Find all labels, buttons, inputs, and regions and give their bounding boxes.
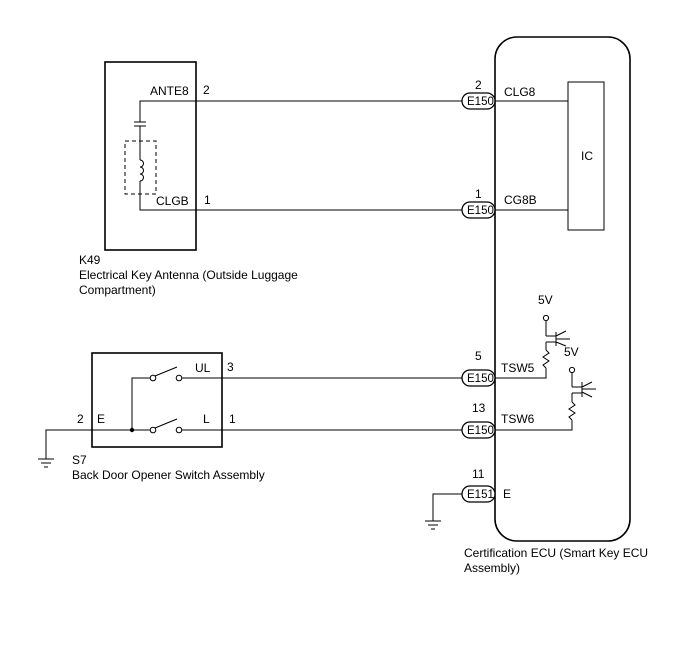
ecu-pin-number-11: 11 <box>472 467 485 481</box>
switch-component: UL 3 L 1 E 2 S7 Back Door Opener Switch … <box>38 352 265 482</box>
svg-text:E151: E151 <box>467 489 494 501</box>
switch-ul-common-wire <box>131 377 150 430</box>
ecu-pin-name-cg8b: CG8B <box>504 193 537 207</box>
ecu-pin-name-tsw5: TSW5 <box>501 361 535 375</box>
antenna-name-line1: Electrical Key Antenna (Outside Luggage <box>79 268 298 282</box>
antenna-coil-dashed-box <box>124 140 157 195</box>
switch-code: S7 <box>72 453 87 467</box>
switch-name: Back Door Opener Switch Assembly <box>72 468 265 482</box>
antenna-pin-name-clgb: CLGB <box>156 194 189 208</box>
tsw6-resistor-icon <box>568 401 576 421</box>
connector-e150-pin5: E150 <box>461 369 496 387</box>
switch-ul-lever <box>154 366 178 377</box>
ecu-pin-name-clg8: CLG8 <box>504 85 536 99</box>
ecu-pin-name-e: E <box>503 487 511 501</box>
antenna-box <box>104 61 197 251</box>
svg-text:E150: E150 <box>467 96 494 108</box>
tsw5-resistor-icon <box>542 349 550 369</box>
ecu-ground-icon <box>425 520 441 530</box>
connector-e150-pin2: E150 <box>461 92 496 110</box>
ecu-pin-number-5: 5 <box>475 349 482 363</box>
switch-l-contact-left <box>149 426 157 434</box>
ecu-ic-block <box>567 81 605 231</box>
switch-box <box>91 352 223 448</box>
tsw5-supply-label: 5V <box>538 293 553 307</box>
ecu-pin-name-tsw6: TSW6 <box>501 412 535 426</box>
switch-pin-number-3: 3 <box>227 360 234 374</box>
harness-wires <box>196 100 462 431</box>
connector-e151-pin11: E151 <box>461 485 496 503</box>
ecu-pin-number-1: 1 <box>475 187 482 201</box>
switch-l-lever <box>154 418 178 429</box>
tsw5-pullup-circuit: 5V <box>495 293 570 379</box>
ecu-component: IC 5V <box>425 36 648 575</box>
antenna-component: ANTE8 2 CLGB 1 K49 Electrical Key Antenn… <box>79 61 298 297</box>
switch-ul-contact-right <box>175 374 183 382</box>
antenna-coil-icon <box>139 159 144 182</box>
switch-ground-icon <box>38 458 54 468</box>
svg-text:E150: E150 <box>467 425 494 437</box>
ecu-ic-label: IC <box>581 149 593 163</box>
tsw6-supply-label: 5V <box>564 345 579 359</box>
switch-ground-wire <box>45 429 92 459</box>
antenna-pin-number-2: 2 <box>203 83 210 97</box>
connector-e150-pin13: E150 <box>461 421 496 439</box>
antenna-pin-name-ante8: ANTE8 <box>150 84 189 98</box>
tsw6-pullup-circuit: 5V <box>495 345 596 431</box>
ecu-pin-number-13: 13 <box>472 401 486 415</box>
switch-ul-contact-left <box>149 374 157 382</box>
svg-text:E150: E150 <box>467 373 494 385</box>
ecu-name-line2: Assembly) <box>464 561 520 575</box>
switch-pin-number-1: 1 <box>229 412 236 426</box>
antenna-name-line2: Compartment) <box>79 283 156 297</box>
switch-pin-name-l: L <box>203 412 210 426</box>
antenna-bottom-wire <box>139 181 196 211</box>
antenna-top-wire <box>139 100 196 122</box>
switch-pin-name-ul: UL <box>195 361 211 375</box>
connector-e150-pin1: E150 <box>461 201 496 219</box>
ecu-box <box>494 36 631 542</box>
switch-l-contact-right <box>175 426 183 434</box>
switch-pin-name-e: E <box>97 412 105 426</box>
ecu-name-line1: Certification ECU (Smart Key ECU <box>464 546 648 560</box>
supply-5v-terminal-icon <box>568 366 576 374</box>
supply-5v-terminal-icon <box>542 314 550 322</box>
ecu-ground-wire <box>432 493 462 521</box>
svg-text:E150: E150 <box>467 205 494 217</box>
antenna-pin-number-1: 1 <box>204 193 211 207</box>
antenna-code: K49 <box>79 253 101 267</box>
switch-pin-number-2: 2 <box>77 412 84 426</box>
ecu-pin-number-2: 2 <box>475 78 482 92</box>
